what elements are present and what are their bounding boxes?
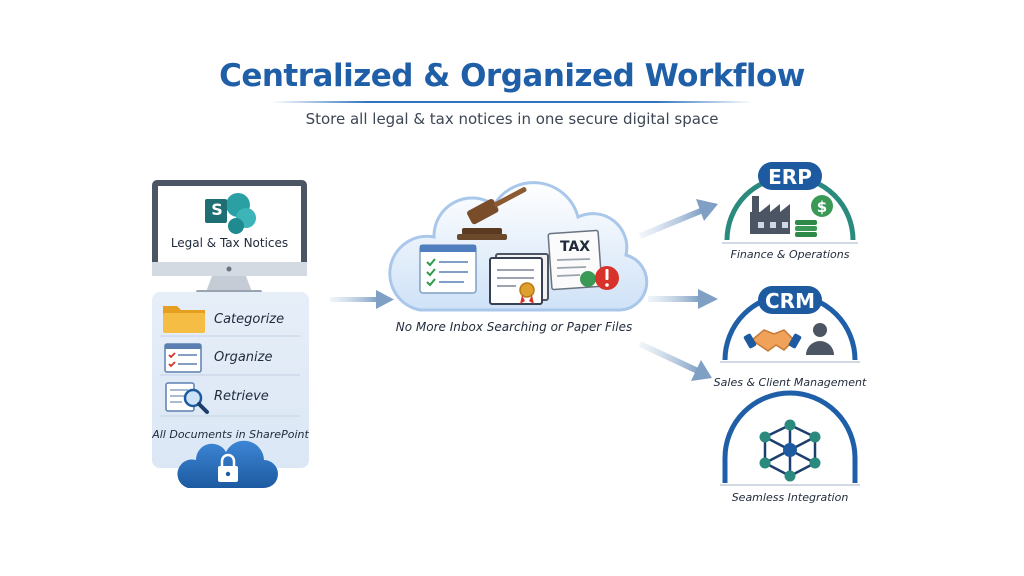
checklist-icon (164, 343, 202, 373)
crm-badge: CRM (758, 286, 822, 314)
network-hub-icon (759, 419, 821, 482)
gavel-icon (457, 187, 527, 240)
flow-arrow-to-integration (638, 341, 712, 381)
page-title: Centralized & Organized Workflow (219, 58, 805, 94)
document-actions-panel (152, 292, 309, 468)
integration-caption: Seamless Integration (731, 491, 849, 504)
monitor-label: Legal & Tax Notices (170, 236, 289, 250)
factory-money-icon: $ (750, 195, 833, 237)
document-search-icon (165, 382, 209, 414)
flow-arrow-to-erp (638, 199, 718, 239)
sharepoint-logo-icon (205, 193, 256, 234)
page-subtitle: Store all legal & tax notices in one sec… (305, 110, 719, 128)
crm-caption: Sales & Client Management (713, 376, 867, 389)
cloud-lock-icon (177, 440, 278, 488)
erp-badge: ERP (758, 162, 822, 190)
tax-label: TAX (560, 239, 590, 255)
sharepoint-logo-letter: S (211, 200, 223, 219)
monitor-sharepoint (152, 180, 307, 295)
erp-caption: Finance & Operations (730, 248, 850, 261)
svg-text:$: $ (817, 198, 827, 216)
tax-document-icon: TAX (547, 229, 619, 291)
flow-arrow-to-cloud (330, 290, 394, 309)
paper-stack-seal-icon (489, 253, 549, 305)
erp-badge-label: ERP (768, 165, 812, 189)
sharepoint-footer: All Documents in SharePoint (152, 428, 309, 441)
title-divider (272, 101, 752, 103)
crm-badge-label: CRM (765, 289, 815, 313)
list-item-retrieve: Retrieve (214, 389, 269, 404)
folder-icon (163, 306, 205, 333)
checklist-document-icon (419, 244, 477, 294)
handshake-person-icon (743, 323, 834, 355)
cloud-caption: No More Inbox Searching or Paper Files (395, 320, 633, 334)
flow-arrow-to-crm (648, 289, 718, 309)
list-item-categorize: Categorize (214, 312, 285, 327)
list-item-organize: Organize (214, 350, 273, 365)
